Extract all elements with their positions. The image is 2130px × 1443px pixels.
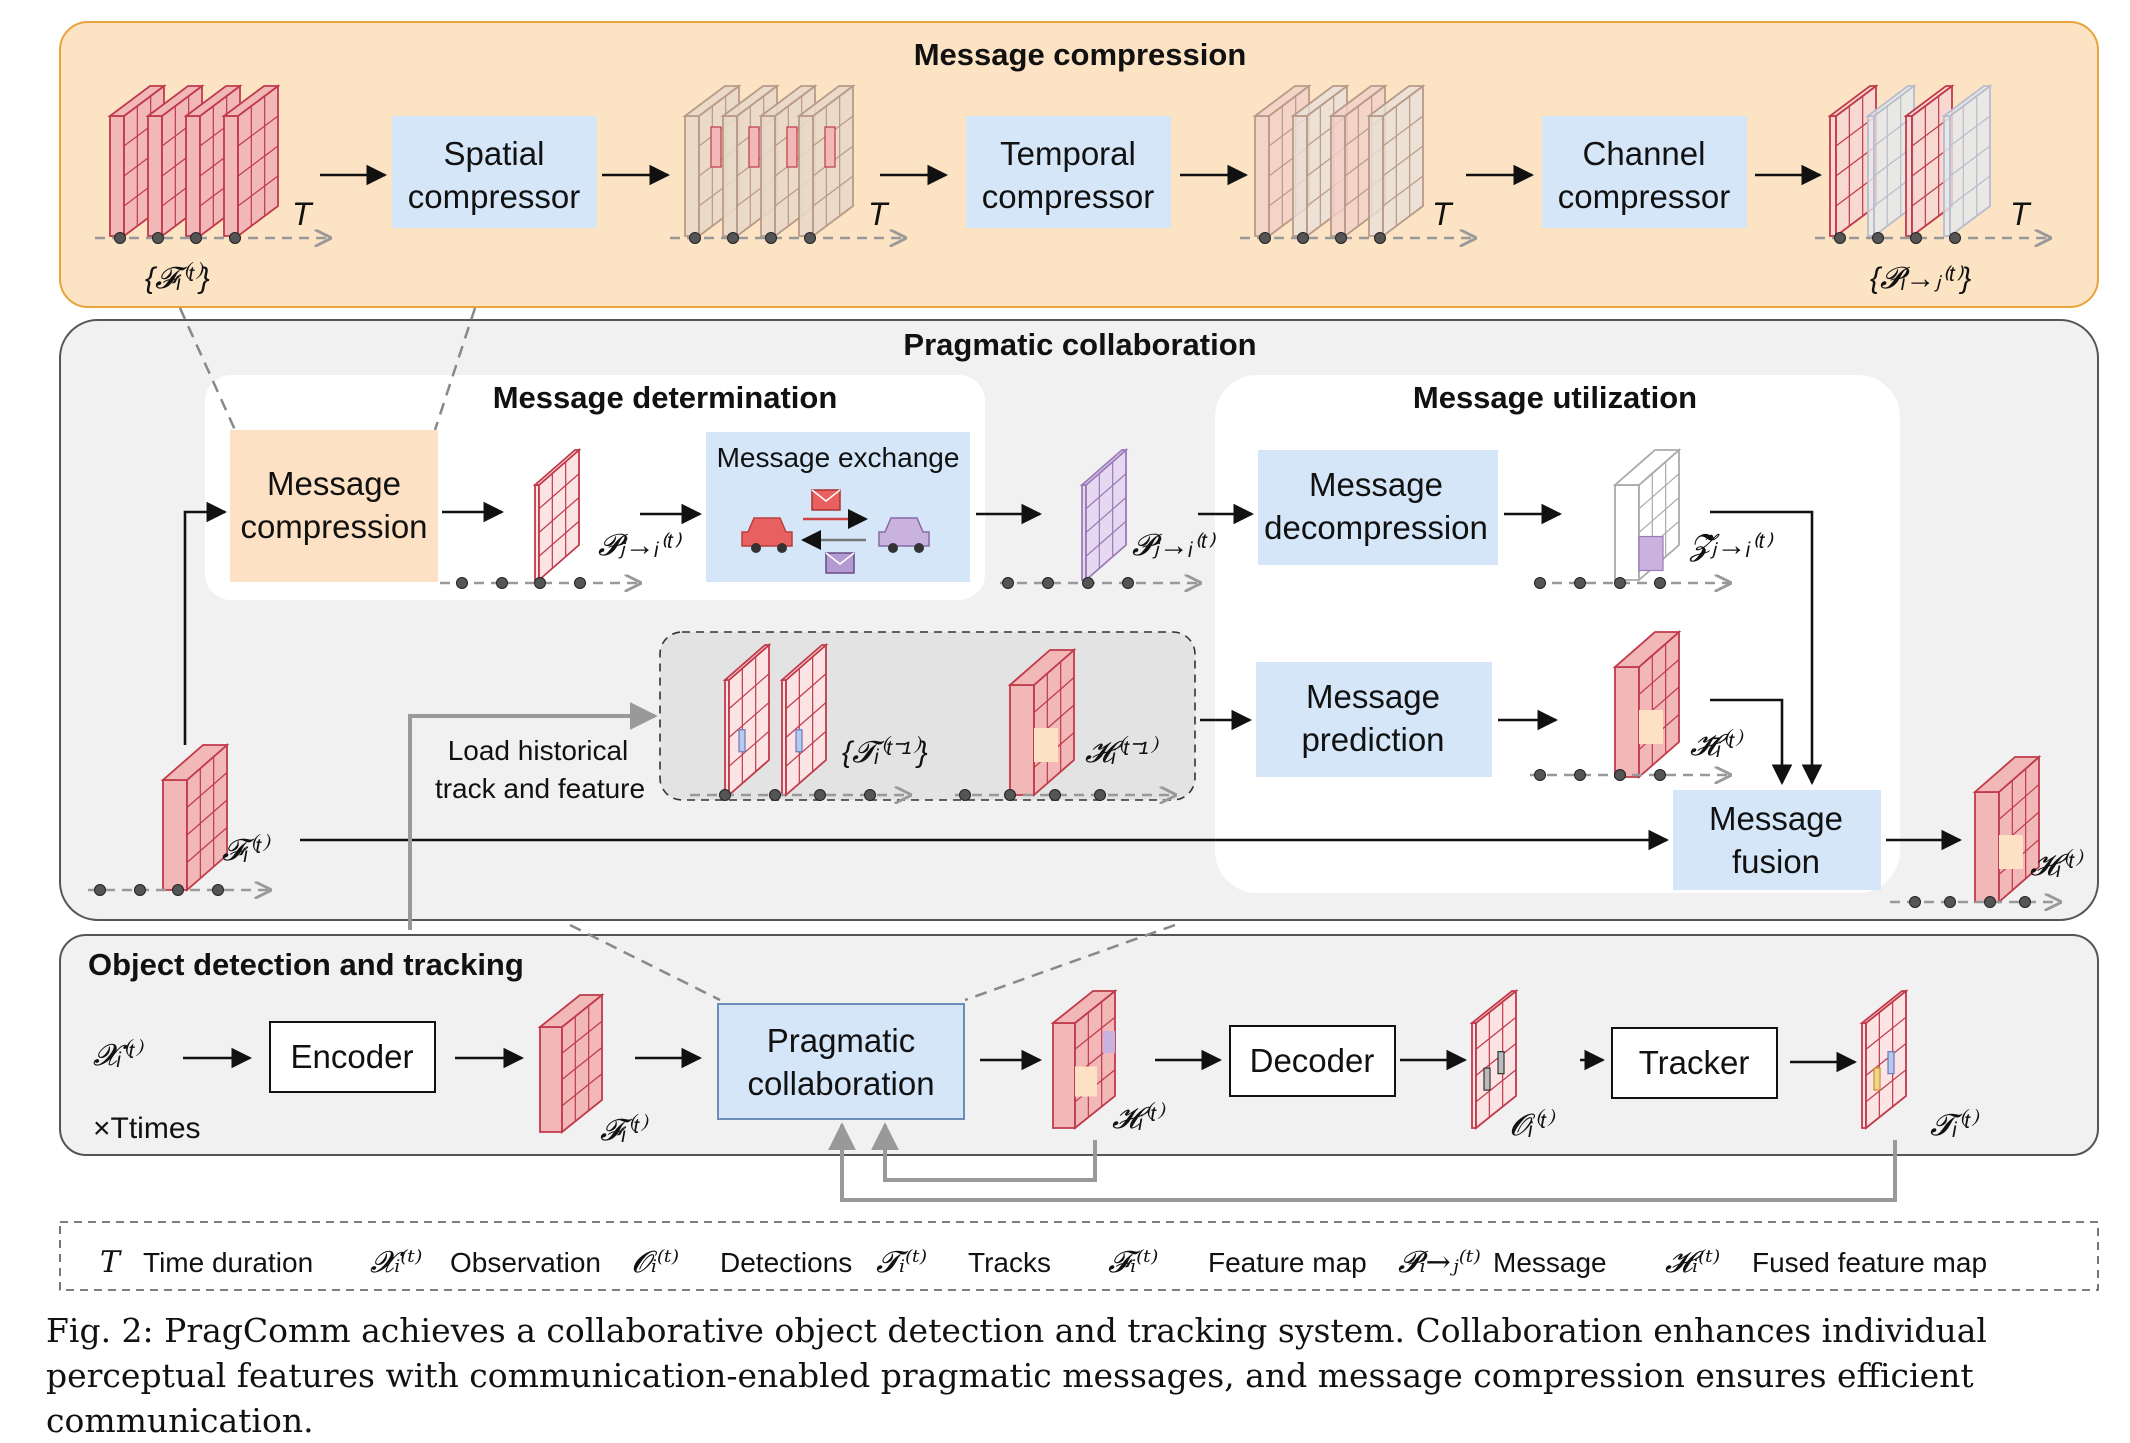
feature-map [1007,648,1077,797]
legend-symbol: 𝓣ᵢ⁽ᵗ⁾ [876,1245,927,1280]
h-bar-label: 𝓗̄ᵢ⁽ᵗ⁾ [1690,728,1744,762]
feature-map [1903,84,1955,238]
detection-title: Object detection and tracking [88,947,524,982]
legend-symbol: 𝓞ᵢ⁽ᵗ⁾ [632,1245,679,1280]
zoom-lines [178,307,1176,1002]
feature-map [1972,755,2042,904]
svg-text:Message exchange: Message exchange [717,442,960,473]
feature-map [1827,84,1879,238]
feature-map [1612,448,1682,582]
envelope-icon [811,489,841,511]
t-i-label: 𝓣ᵢ⁽ᵗ⁾ [1930,1108,1980,1142]
f-i-label: 𝓕ᵢ⁽ᵗ⁾ [222,833,271,867]
flow-arrows [183,164,1963,1073]
svg-text:T: T [1432,196,1454,232]
feature-map [1469,989,1519,1130]
feature-map [160,743,230,892]
tracks-prev-label: {𝓣ᵢ⁽ᵗ⁻¹⁾} [842,735,928,769]
feature-map [796,84,856,238]
encoder-module: Encoder [269,1021,436,1093]
compression-title: Message compression [914,37,1247,72]
prag-comm-diagram: Message compression Pragmatic collaborat… [59,21,2099,1291]
times-label: ×Ttimes [93,1112,201,1145]
feedback-arrows [408,702,1897,1202]
tracker-module: Tracker [1611,1027,1778,1099]
legend-label: Fused feature map [1752,1247,1987,1278]
decoder-module: Decoder [1229,1025,1396,1097]
z-hat-label: 𝓩̂ⱼ→ᵢ⁽ᵗ⁾ [1689,529,1774,562]
feature-maps [107,84,2042,1134]
figure-caption: Fig. 2: PragComm achieves a collaborativ… [46,1311,1987,1440]
legend-label: Feature map [1208,1247,1367,1278]
car-icon [878,517,930,553]
legend: T Time duration 𝓧ᵢ⁽ᵗ⁾ Observation 𝓞ᵢ⁽ᵗ⁾ … [100,1245,1987,1280]
feature-map [1865,84,1917,238]
envelope-icon [825,552,855,574]
time-labels: T T T T [292,196,2032,232]
svg-text:T: T [868,196,890,232]
feature-map [1859,989,1909,1130]
svg-text:Encoder: Encoder [291,1038,414,1075]
message-exchange-module: Message exchange [706,432,970,582]
legend-label: Message [1493,1247,1607,1278]
feature-map [779,643,829,797]
svg-text:Tracker: Tracker [1639,1044,1750,1081]
legend-label: Detections [720,1247,852,1278]
legend-box [59,1221,2099,1291]
x-i-label: 𝓧ᵢ⁽ᵗ⁾ [93,1038,144,1072]
input-feature-label: {𝓕ᵢ⁽ᵗ⁾} [145,261,210,295]
o-i-label: 𝓞ᵢ⁽ᵗ⁾ [1510,1108,1556,1142]
legend-symbol: 𝓗ᵢ⁽ᵗ⁾ [1665,1245,1720,1280]
feature-map [1050,989,1118,1130]
utilization-title: Message utilization [1413,380,1697,415]
timelines [88,233,2060,908]
h-prev-label: 𝓗ᵢ⁽ᵗ⁻¹⁾ [1085,735,1159,769]
legend-label: Observation [450,1247,601,1278]
feature-map [221,84,281,238]
legend-label: Tracks [968,1247,1051,1278]
p-j-to-i-label: 𝓟ⱼ→ᵢ⁽ᵗ⁾ [598,529,682,562]
h-i-output-label: 𝓗ᵢ⁽ᵗ⁾ [2030,848,2084,882]
determination-title: Message determination [493,380,838,415]
feature-map [537,993,605,1134]
car-icon [741,517,793,553]
legend-label: Time duration [143,1247,313,1278]
feature-map [1366,84,1426,238]
pragmatic-title: Pragmatic collaboration [903,327,1256,362]
output-message-label: {𝓟ᵢ→ⱼ⁽ᵗ⁾} [1870,262,1971,295]
feature-map [532,448,582,582]
legend-symbol: T [100,1245,122,1280]
feature-map [1941,84,1993,238]
svg-text:T: T [292,196,314,232]
legend-symbol: 𝓧ᵢ⁽ᵗ⁾ [370,1245,422,1280]
legend-symbol: 𝓕ᵢ⁽ᵗ⁾ [1108,1245,1158,1280]
f-i-detect-label: 𝓕ᵢ⁽ᵗ⁾ [600,1113,649,1147]
h-i-detect-label: 𝓗ᵢ⁽ᵗ⁾ [1112,1101,1166,1135]
svg-text:Decoder: Decoder [1250,1042,1375,1079]
svg-text:T: T [2010,196,2032,232]
legend-symbol: 𝓟ᵢ→ⱼ⁽ᵗ⁾ [1398,1245,1481,1280]
feature-map [1612,630,1682,779]
feature-map [1079,448,1129,582]
p-j-to-i-received-label: 𝓟ⱼ→ᵢ⁽ᵗ⁾ [1132,529,1216,562]
